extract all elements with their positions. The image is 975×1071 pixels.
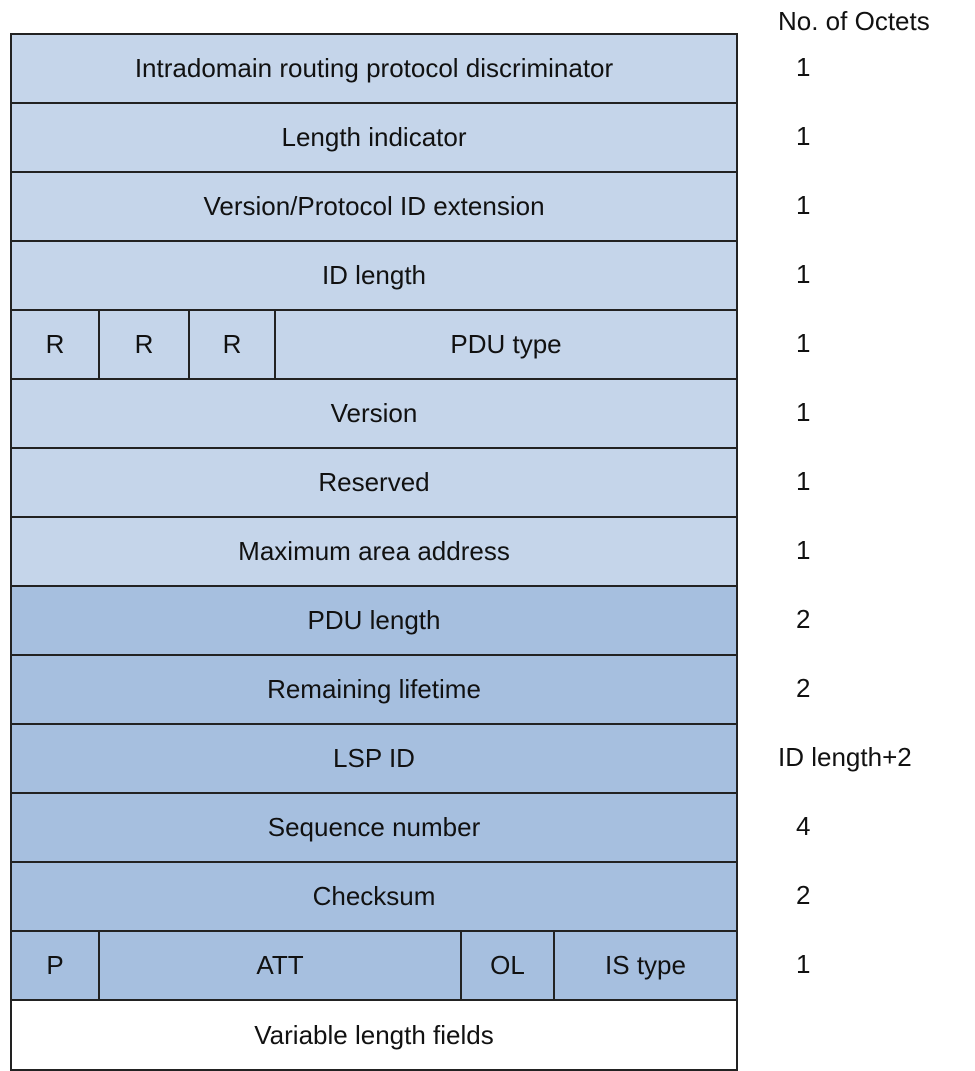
octets-column: 1 1 1 1 1 1 1 1 2 2 ID length+2 4 2 1	[778, 33, 975, 999]
row-lsp-id: LSP ID	[12, 725, 736, 794]
field-reserved-bit-2: R	[100, 311, 190, 378]
row-max-area-address: Maximum area address	[12, 518, 736, 587]
field-length-indicator: Length indicator	[281, 122, 467, 152]
row-checksum: Checksum	[12, 863, 736, 932]
field-att: ATT	[100, 932, 462, 999]
octet-count: 1	[796, 259, 811, 289]
field-pdu-type: PDU type	[450, 329, 562, 359]
field-p-bit: P	[12, 932, 100, 999]
octet-count: 2	[796, 673, 811, 703]
row-remaining-lifetime: Remaining lifetime	[12, 656, 736, 725]
octet-count: 1	[796, 397, 811, 427]
octet-count: 1	[796, 190, 811, 220]
octet-count: 1	[796, 121, 811, 151]
field-reserved-bit-1: R	[12, 311, 100, 378]
row-pdu-type: R R R PDU type	[12, 311, 736, 380]
row-sequence-number: Sequence number	[12, 794, 736, 863]
octet-count: ID length+2	[778, 742, 912, 772]
pdu-format-table: Intradomain routing protocol discriminat…	[10, 33, 738, 1071]
octet-count: 1	[796, 949, 811, 979]
field-id-length: ID length	[321, 260, 427, 290]
field-lsp-id: LSP ID	[333, 743, 415, 773]
row-version-protocol-id: Version/Protocol ID extension	[12, 173, 736, 242]
octet-count: 1	[796, 466, 811, 496]
field-reserved: Reserved	[318, 467, 430, 497]
field-pdu-length: PDU length	[307, 605, 441, 635]
row-version: Version	[12, 380, 736, 449]
octet-count: 1	[796, 328, 811, 358]
octet-count: 2	[796, 880, 811, 910]
row-flags-is-type: P ATT OL IS type	[12, 932, 736, 1001]
octet-count: 1	[796, 52, 811, 82]
row-id-length: ID length	[12, 242, 736, 311]
field-checksum: Checksum	[312, 881, 436, 911]
field-variable-length: Variable length fields	[254, 1019, 494, 1050]
row-length-indicator: Length indicator	[12, 104, 736, 173]
row-variable-length-fields: Variable length fields	[12, 1001, 736, 1069]
field-is-type: IS type	[605, 950, 686, 980]
row-pdu-length: PDU length	[12, 587, 736, 656]
octet-count: 2	[796, 604, 811, 634]
field-max-area-address: Maximum area address	[238, 536, 510, 566]
field-version: Version	[330, 398, 418, 428]
row-reserved: Reserved	[12, 449, 736, 518]
field-ol: OL	[462, 932, 555, 999]
field-reserved-bit-3: R	[190, 311, 276, 378]
field-version-protocol-id: Version/Protocol ID extension	[203, 191, 545, 221]
row-discriminator: Intradomain routing protocol discriminat…	[12, 35, 736, 104]
field-remaining-lifetime: Remaining lifetime	[267, 674, 481, 704]
octet-count: 4	[796, 811, 811, 841]
field-discriminator: Intradomain routing protocol discriminat…	[134, 53, 614, 83]
octet-count: 1	[796, 535, 811, 565]
field-sequence-number: Sequence number	[267, 812, 481, 842]
octets-column-header: No. of Octets	[778, 6, 930, 36]
